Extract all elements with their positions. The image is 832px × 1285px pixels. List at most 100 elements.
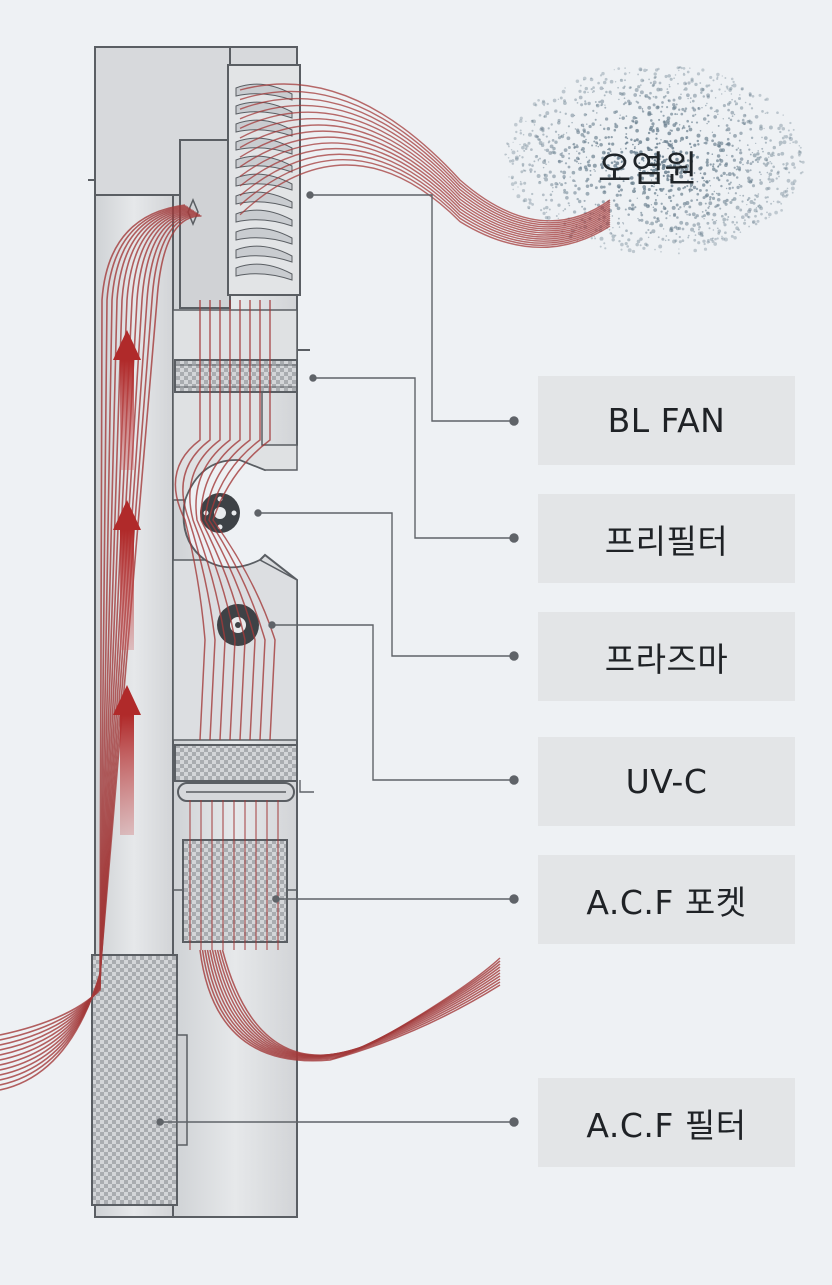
pollution-particle (635, 100, 638, 103)
pollution-particle (748, 92, 752, 96)
pollution-particle (716, 154, 721, 158)
label-pre-filter: 프리필터 (538, 494, 795, 583)
pollution-particle (725, 85, 729, 89)
pollution-particle (675, 103, 678, 106)
pollution-particle (642, 185, 647, 189)
pollution-particle (751, 184, 756, 188)
pollution-particle (592, 163, 597, 168)
pollution-particle (516, 150, 519, 152)
pollution-particle (589, 183, 594, 187)
pollution-particle (693, 238, 697, 242)
pollution-particle (539, 127, 543, 131)
pollution-particle (759, 156, 762, 159)
pollution-particle (584, 100, 587, 103)
pollution-particle (708, 180, 711, 182)
pollution-particle (632, 116, 637, 120)
pollution-particle (731, 115, 734, 117)
pollution-particle (712, 220, 717, 225)
pollution-particle (661, 166, 666, 171)
pollution-particle (764, 112, 767, 115)
pollution-particle (553, 151, 557, 155)
pollution-particle (765, 200, 769, 203)
pollution-particle (673, 77, 675, 79)
pollution-particle (637, 154, 641, 157)
pollution-particle (649, 125, 654, 130)
pollution-particle (696, 139, 700, 143)
pollution-particle (507, 145, 510, 148)
pollution-particle (543, 104, 545, 107)
pollution-particle (639, 84, 642, 86)
pollution-particle (679, 140, 682, 142)
pollution-particle (563, 99, 566, 103)
pollution-particle (772, 165, 775, 169)
pollution-particle (732, 230, 736, 234)
airflow-line (239, 111, 611, 230)
pollution-particle (633, 187, 636, 190)
pollution-particle (708, 205, 711, 208)
pollution-particle (552, 146, 556, 151)
pollution-particle (564, 208, 567, 211)
pollution-particle (735, 221, 738, 224)
pollution-particle (721, 75, 723, 77)
pollution-particle (669, 178, 672, 181)
pollution-particle (582, 128, 586, 132)
pollution-particle (684, 151, 689, 155)
pollution-particle (687, 125, 691, 128)
pollution-particle (706, 211, 709, 215)
airflow-line (239, 148, 611, 242)
airflow-line (239, 97, 611, 226)
pollution-particle (543, 114, 547, 118)
pollution-particle (699, 231, 704, 235)
pollution-particle (720, 174, 723, 177)
pollution-particle (711, 240, 715, 243)
pollution-particle (656, 162, 659, 164)
pollution-particle (603, 242, 606, 245)
pollution-particle (601, 200, 605, 204)
pollution-particle (711, 237, 714, 240)
pollution-particle (655, 160, 657, 163)
pollution-particle (576, 128, 580, 132)
pollution-particle (604, 117, 609, 121)
pollution-particle (705, 193, 710, 197)
pollution-particle (667, 147, 669, 150)
pollution-particle (732, 80, 735, 84)
pollution-particle (660, 139, 662, 141)
airflow-line (208, 300, 266, 741)
pollution-particle (706, 93, 710, 98)
pollution-particle (678, 248, 680, 250)
pollution-particle (793, 182, 796, 186)
pollution-particle (528, 132, 532, 137)
pollution-particle (732, 158, 736, 162)
pollution-particle (712, 212, 717, 217)
pollution-particle (783, 167, 786, 170)
pollution-particle (664, 207, 667, 210)
pollution-particle (677, 96, 682, 100)
pollution-particle (542, 133, 545, 136)
pollution-particle (635, 242, 639, 247)
pollution-particle (732, 173, 736, 177)
fan-motor (179, 139, 231, 309)
pollution-particle (646, 171, 650, 175)
pollution-particle (530, 148, 533, 151)
pollution-particle (658, 182, 661, 185)
pollution-particle (531, 164, 534, 167)
pollution-particle (747, 199, 749, 202)
pollution-particle (667, 99, 670, 102)
pollution-particle (618, 92, 622, 95)
pollution-particle (534, 103, 538, 107)
pollution-particle (541, 193, 545, 197)
pollution-particle (666, 88, 669, 90)
pollution-particle (701, 106, 703, 109)
pollution-particle (716, 176, 720, 180)
pollution-particle (739, 194, 741, 197)
pollution-particle (638, 218, 641, 222)
pollution-particle (623, 72, 627, 76)
pollution-particle (612, 173, 615, 176)
pollution-particle (628, 101, 632, 106)
pollution-particle (626, 137, 629, 140)
pollution-particle (775, 177, 778, 180)
pollution-particle (784, 166, 789, 171)
pollution-particle (763, 127, 765, 130)
pollution-particle (602, 87, 604, 90)
